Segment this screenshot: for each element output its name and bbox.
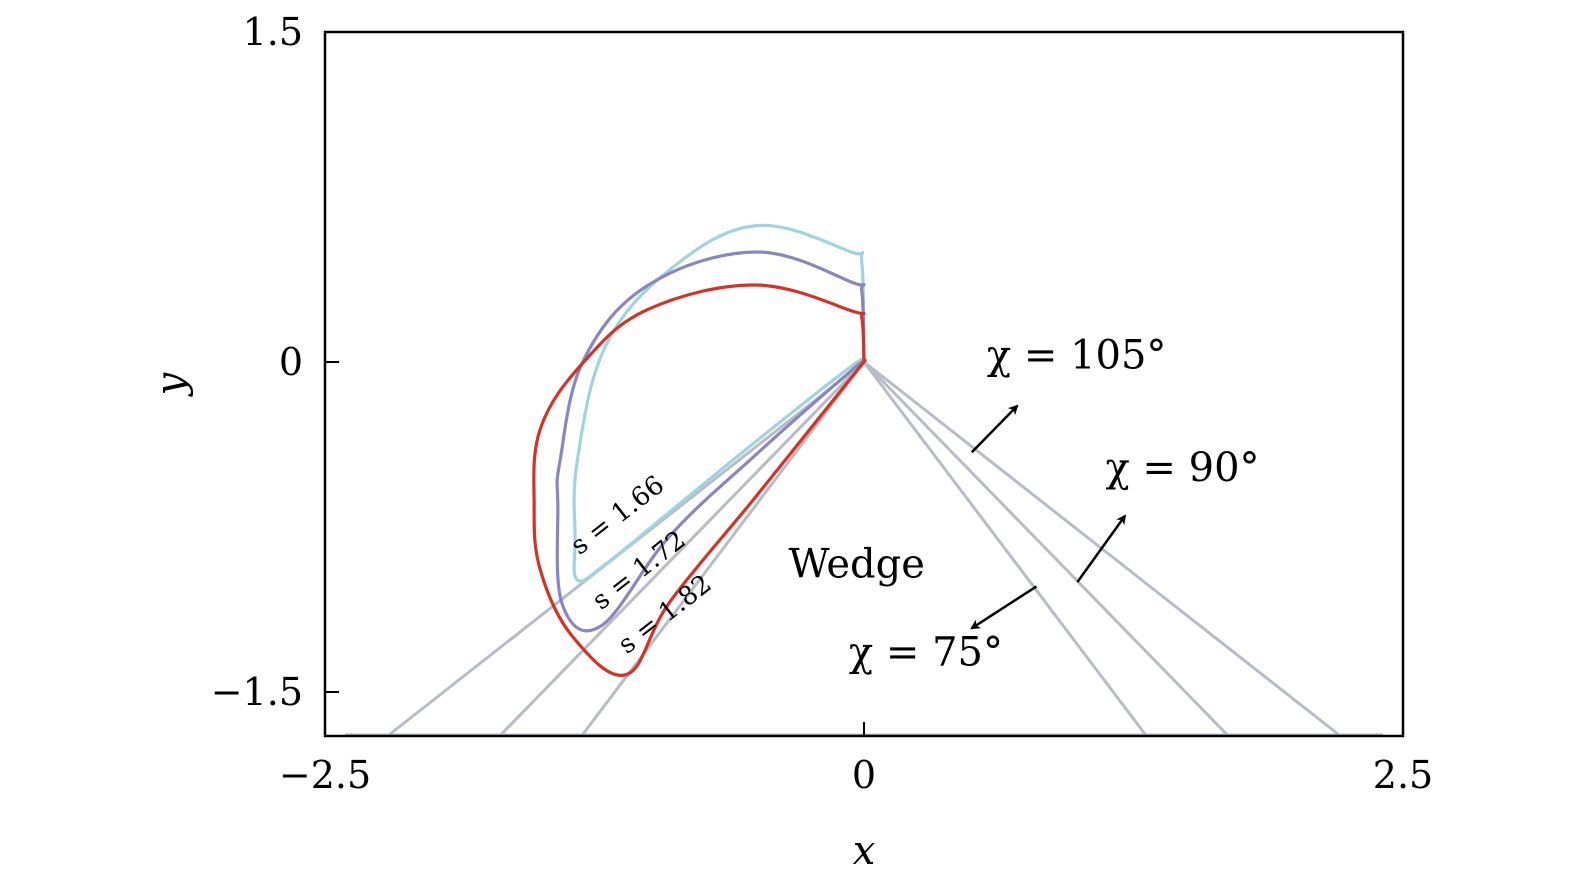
wedge-line-2 — [386, 359, 1148, 738]
series-curves — [532, 223, 867, 677]
x-axis-title: x — [853, 828, 876, 874]
annotation-arrow-0 — [970, 404, 1019, 454]
x-tick-label-0: −2.5 — [279, 753, 371, 797]
annotation-arrow-2 — [970, 585, 1038, 630]
series-curve-0 — [572, 223, 866, 583]
annotation-arrow-1 — [1076, 514, 1127, 583]
y-tick-label-2: −1.5 — [211, 670, 303, 714]
annotation-arrows — [970, 404, 1127, 630]
series-curve-2 — [532, 283, 867, 677]
axis-ticks: −2.5 0 2.5 1.5 0 −1.5 — [211, 10, 1434, 797]
annotation-label-0: χ = 105° — [987, 333, 1167, 379]
annotation-label-2: χ = 75° — [849, 630, 1003, 676]
x-tick-label-2: 2.5 — [1373, 753, 1433, 797]
y-tick-label-0: 1.5 — [243, 10, 303, 54]
annotation-label-1: χ = 90° — [1105, 445, 1259, 491]
annotation-label-3: Wedge — [789, 542, 925, 588]
y-axis-title: y — [148, 371, 194, 397]
wedge-line-0 — [580, 359, 1342, 738]
x-tick-label-1: 0 — [852, 753, 876, 797]
series-curve-1 — [555, 250, 866, 633]
y-tick-label-1: 0 — [279, 340, 303, 384]
